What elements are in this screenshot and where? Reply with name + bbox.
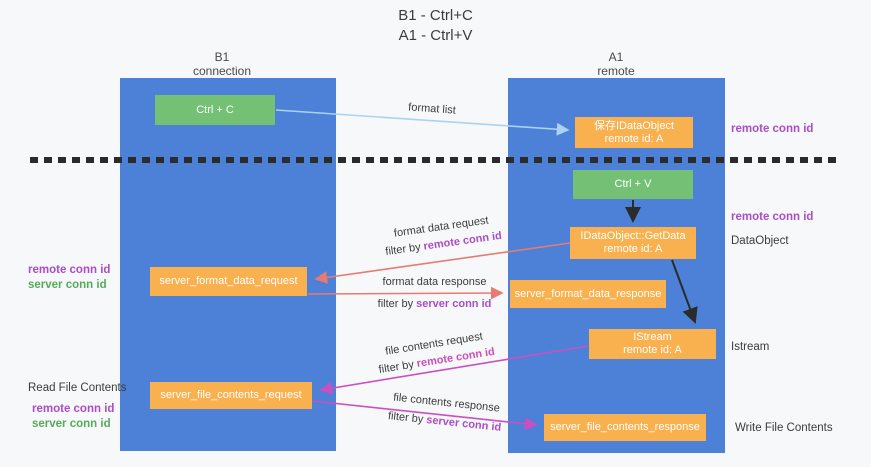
node-server-format-data-request: server_format_data_request <box>150 267 307 296</box>
filter-by-prefix: filter by <box>377 298 417 310</box>
filter-by-prefix: filter by <box>377 358 418 377</box>
left-format-conn-id-labels: remote conn id server conn id <box>28 263 110 293</box>
server-format-data-request-label: server_format_data_request <box>159 275 298 287</box>
title-line-2: A1 - Ctrl+V <box>398 27 473 44</box>
phase-separator-dashed-line <box>30 157 838 163</box>
node-idataobject-getdata: IDataObject::GetData remote id: A <box>570 227 696 259</box>
server-file-contents-request-label: server_file_contents_request <box>160 389 302 401</box>
lane-a1-subtitle: remote <box>597 64 635 78</box>
read-file-contents-label: Read File Contents <box>28 382 127 394</box>
node-server-format-data-response: server_format_data_response <box>510 280 666 308</box>
edge-label-format-data-response: format data response filter by server co… <box>372 276 497 311</box>
server-format-data-response-label: server_format_data_response <box>514 287 662 300</box>
node-server-file-contents-response: server_file_contents_response <box>544 414 706 441</box>
node-ctrl-v: Ctrl + V <box>573 170 693 199</box>
istream-label: Istream <box>731 341 770 353</box>
lane-b1-name: B1 <box>214 50 230 64</box>
edge-label-format-list: format list <box>372 99 493 120</box>
node-istream: IStream remote id: A <box>589 329 716 359</box>
remote-conn-id-label: remote conn id <box>731 123 814 135</box>
server-file-contents-response-label: server_file_contents_response <box>550 421 700 433</box>
node-ctrl-c: Ctrl + C <box>155 95 275 125</box>
server-conn-id-label: server conn id <box>28 279 107 291</box>
remote-conn-id-label: remote conn id <box>32 403 115 415</box>
remote-conn-id-label: remote conn id <box>28 264 111 276</box>
lane-a1-name: A1 <box>608 50 624 64</box>
edge-label-format-data-request: format data request filter by remote con… <box>374 212 512 260</box>
left-file-labels: Read File Contents remote conn id server… <box>28 381 126 432</box>
remote-conn-id-label: remote conn id <box>731 211 814 223</box>
node-server-file-contents-request: server_file_contents_request <box>150 382 312 409</box>
node-save-idataobject: 保存IDataObject remote id: A <box>575 117 693 148</box>
ctrl-v-label: Ctrl + V <box>614 178 652 190</box>
lane-header-b1: B1 connection <box>147 50 297 78</box>
write-file-contents-label: Write File Contents <box>735 422 833 434</box>
filter-by-prefix: filter by <box>384 240 425 259</box>
format-list-text: format list <box>407 101 457 117</box>
istream-line1: IStream <box>633 331 672 343</box>
getdata-line2: remote id: A <box>603 243 663 255</box>
dataobject-label: DataObject <box>731 235 789 247</box>
ctrl-c-label: Ctrl + C <box>196 103 234 116</box>
lane-b1-subtitle: connection <box>192 64 252 78</box>
getdata-line1: IDataObject::GetData <box>580 230 686 242</box>
save-idataobject-line1: 保存IDataObject <box>593 119 675 132</box>
lane-header-a1: A1 remote <box>541 50 691 78</box>
server-conn-id-label: server conn id <box>32 418 111 430</box>
save-idataobject-line2: remote id: A <box>604 132 664 145</box>
edge-label-file-contents-request: file contents request filter by remote c… <box>366 328 504 379</box>
title-line-1: B1 - Ctrl+C <box>398 7 473 24</box>
filter-by-prefix: filter by <box>387 410 427 427</box>
filter-key-server-conn-id: server conn id <box>416 298 492 310</box>
edge-label-file-contents-response: file contents response filter by server … <box>377 390 515 436</box>
format-data-response-text: format data response <box>382 276 487 288</box>
istream-line2: remote id: A <box>623 344 682 356</box>
diagram-title: B1 - Ctrl+C A1 - Ctrl+V <box>0 6 871 46</box>
filter-key-server-conn-id: server conn id <box>425 414 502 434</box>
